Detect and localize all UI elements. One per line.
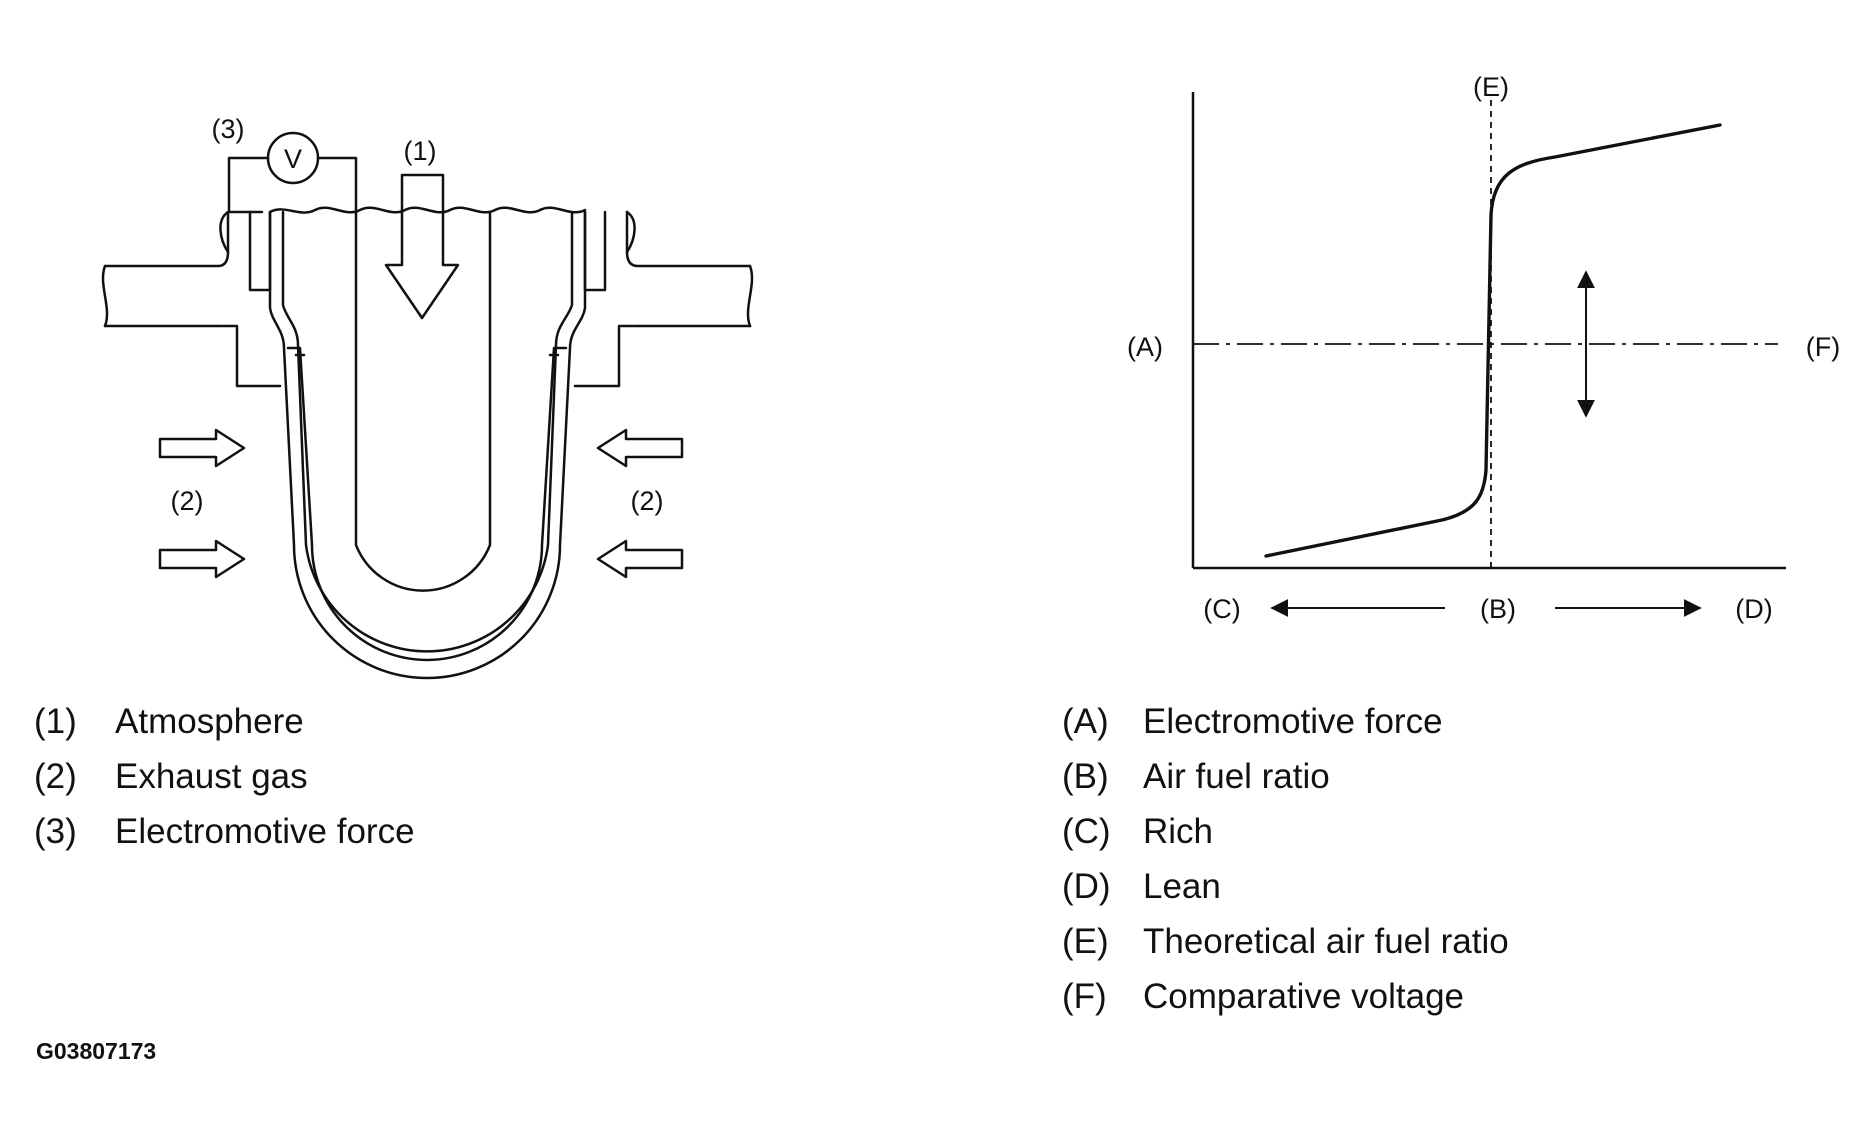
- label-atmosphere-callout: (1): [404, 136, 437, 166]
- legend-item: (A) Electromotive force: [1062, 694, 1509, 749]
- label-e: (E): [1473, 72, 1509, 102]
- legend-text: Air fuel ratio: [1143, 757, 1330, 796]
- legend-item: (F) Comparative voltage: [1062, 969, 1509, 1024]
- figure-code: G03807173: [36, 1038, 157, 1064]
- legend-item: (3) Electromotive force: [34, 804, 415, 859]
- legend-key: (1): [34, 702, 77, 741]
- legend-item: (E) Theoretical air fuel ratio: [1062, 914, 1509, 969]
- label-exhaust-left-callout: (2): [171, 486, 204, 516]
- legend-item: (1) Atmosphere: [34, 694, 415, 749]
- label-d: (D): [1735, 594, 1772, 624]
- legend-text: Theoretical air fuel ratio: [1143, 922, 1509, 961]
- oxygen-sensor-drawing: [101, 131, 754, 680]
- exhaust-arrow-left-bottom-icon: [158, 539, 246, 579]
- chart-legend: (A) Electromotive force (B) Air fuel rat…: [1062, 694, 1509, 1024]
- legend-item: (D) Lean: [1062, 859, 1509, 914]
- legend-key: (2): [34, 757, 77, 796]
- legend-item: (2) Exhaust gas: [34, 749, 415, 804]
- legend-key: (3): [34, 812, 77, 851]
- legend-text: Atmosphere: [115, 702, 304, 741]
- legend-key: (B): [1062, 757, 1109, 796]
- legend-text: Electromotive force: [115, 812, 415, 851]
- voltmeter-circuit: [227, 131, 358, 214]
- exhaust-arrow-left-top-icon: [158, 428, 246, 468]
- exhaust-arrow-right-top-icon: [596, 428, 684, 468]
- legend-key: (C): [1062, 812, 1111, 851]
- zirconia-element: [268, 206, 587, 680]
- label-b: (B): [1480, 594, 1516, 624]
- label-f: (F): [1806, 332, 1840, 362]
- legend-item: (B) Air fuel ratio: [1062, 749, 1509, 804]
- sensor-legend: (1) Atmosphere (2) Exhaust gas (3) Elect…: [34, 694, 415, 859]
- label-a: (A): [1127, 332, 1163, 362]
- legend-text: Lean: [1143, 867, 1221, 906]
- legend-key: (A): [1062, 702, 1109, 741]
- legend-key: (D): [1062, 867, 1111, 906]
- legend-text: Rich: [1143, 812, 1214, 851]
- voltmeter-symbol: V: [284, 144, 302, 174]
- exhaust-pipe: [101, 210, 754, 388]
- label-exhaust-right-callout: (2): [631, 486, 664, 516]
- legend-text: Comparative voltage: [1143, 977, 1464, 1016]
- label-c: (C): [1203, 594, 1240, 624]
- label-electromotive-force-callout: (3): [212, 114, 245, 144]
- legend-text: Exhaust gas: [115, 757, 308, 796]
- exhaust-arrow-right-bottom-icon: [596, 539, 684, 579]
- legend-key: (E): [1062, 922, 1109, 961]
- output-curve: [1264, 123, 1722, 558]
- sensor-output-chart: [1191, 92, 1786, 617]
- atmosphere-arrow-icon: [384, 173, 460, 320]
- legend-key: (F): [1062, 977, 1107, 1016]
- legend-text: Electromotive force: [1143, 702, 1443, 741]
- legend-item: (C) Rich: [1062, 804, 1509, 859]
